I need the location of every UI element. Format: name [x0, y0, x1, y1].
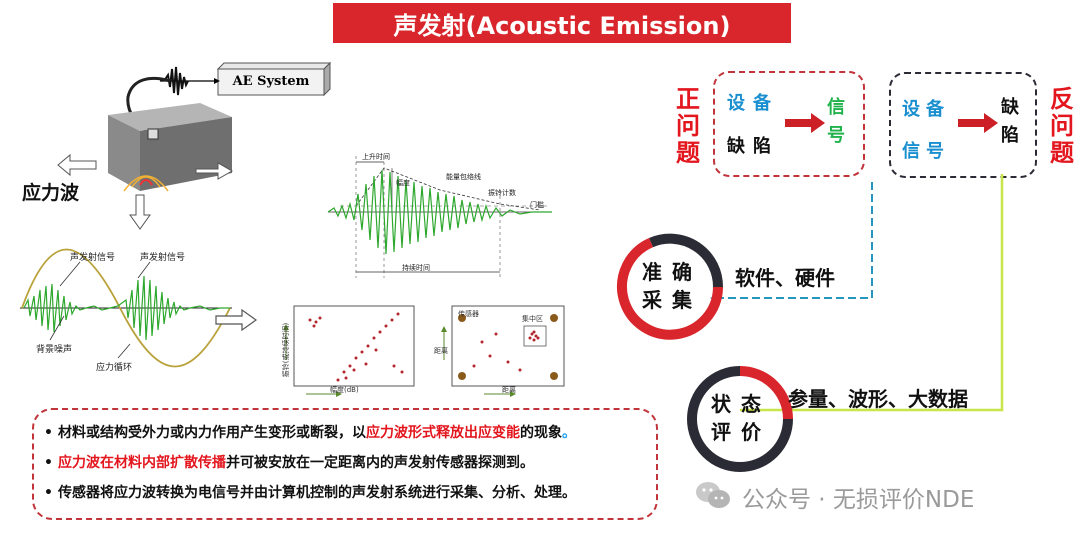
mini-burst-signal	[163, 66, 189, 96]
watermark: 公众号 · 无损评价NDE	[742, 487, 975, 513]
sensor-marker	[458, 372, 466, 380]
inverse-arrow	[958, 113, 998, 133]
description-box: •材料或结构受外力或内力作用产生变形或断裂，以应力波形式释放出应变能的现象。 •…	[32, 408, 658, 520]
scatter-right-xlabel: 距离	[502, 386, 516, 394]
forward-problem-box	[713, 71, 865, 177]
stress-wave-arrow-right	[195, 162, 234, 180]
bullet-item-1: •材料或结构受外力或内力作用产生变形或断裂，以应力波形式释放出应变能的现象。	[44, 425, 576, 441]
ae-system-box	[217, 68, 325, 96]
stress-wave-arrow-left	[57, 153, 97, 177]
label-energy-envelope: 能量包络线	[446, 173, 481, 181]
accurate-collection-ring	[617, 233, 724, 340]
forward-device: 设备	[727, 93, 779, 114]
scatter-right-points	[472, 330, 540, 372]
label-ae-signal-right: 声发射信号	[140, 253, 186, 263]
inverse-problem-label: 反问题	[1050, 85, 1074, 167]
state-evaluation-note: 参量、波形、大数据	[788, 387, 968, 411]
scatter-left-points	[308, 312, 404, 382]
ae-signal-burst	[23, 275, 230, 341]
label-stress-cycle: 应力循环	[96, 363, 133, 373]
ae-system-box-top	[216, 62, 332, 70]
forward-arrow	[785, 113, 825, 133]
sensor-marker	[550, 314, 558, 322]
scatter-right-ylabel: 距离	[434, 347, 448, 355]
forward-problem-label: 正问题	[676, 85, 700, 167]
wechat-icon	[696, 482, 730, 508]
ae-burst-waveform	[327, 156, 552, 278]
scatter-right-cluster-label: 集中区	[522, 315, 543, 323]
label-ring-count: 振铃计数	[488, 189, 516, 197]
bullet-item-2: •应力波在材料内部扩散传播并可被安放在一定距离内的声发射传感器探测到。	[44, 455, 534, 471]
stress-cycle-curve	[21, 248, 231, 368]
specimen-top	[108, 103, 232, 131]
burst-signal	[327, 169, 552, 255]
sensor-marker	[550, 372, 558, 380]
specimen-front	[108, 115, 140, 191]
label-background-noise: 背景噪声	[36, 345, 73, 355]
inverse-defect: 缺陷	[1001, 97, 1019, 146]
accurate-collection-label: 准确采集	[642, 260, 702, 312]
forward-defect: 缺陷	[727, 136, 779, 157]
specimen-diagram	[57, 61, 332, 230]
green-connector	[740, 174, 1004, 412]
inverse-problem-box	[889, 72, 1037, 178]
ae-system-label: AE System	[232, 74, 310, 89]
scatter-left-xlabel: 幅度(dB)	[330, 386, 359, 394]
label-rise-time: 上升时间	[362, 153, 390, 161]
scatter-right-sensor-label: 传感器	[458, 310, 479, 318]
ae-system-box-side	[323, 61, 331, 97]
label-ae-signal-left: 声发射信号	[70, 253, 116, 263]
label-duration: 持续时间	[402, 264, 430, 272]
forward-signal: 信号	[827, 97, 845, 146]
page-title: 声发射(Acoustic Emission)	[333, 3, 791, 43]
scatter-plot-right	[441, 305, 565, 397]
stress-wave-label: 应力波	[22, 182, 80, 204]
blue-dashed-connector	[720, 182, 873, 299]
label-threshold: 门槛	[530, 201, 544, 209]
scatter-left-ylabel: 振铃(或持续时间)	[282, 322, 290, 378]
state-evaluation-ring	[687, 366, 793, 472]
state-evaluation-label: 状态评价	[711, 392, 771, 444]
scatter-plot-left	[283, 305, 415, 397]
accurate-collection-note: 软件、硬件	[735, 266, 835, 290]
flow-arrow-right	[215, 308, 258, 332]
stress-wave-arrow-down	[129, 194, 151, 230]
label-amplitude: 幅度	[396, 179, 410, 187]
sensor-marker	[458, 314, 466, 322]
sensor	[147, 128, 159, 140]
inverse-device-signal: 设备信号	[902, 99, 950, 162]
stress-cycle-waveform	[20, 248, 232, 368]
bullet-item-3: •传感器将应力波转换为电信号并由计算机控制的声发射系统进行采集、分析、处理。	[44, 485, 576, 501]
cluster-zone	[523, 325, 547, 347]
